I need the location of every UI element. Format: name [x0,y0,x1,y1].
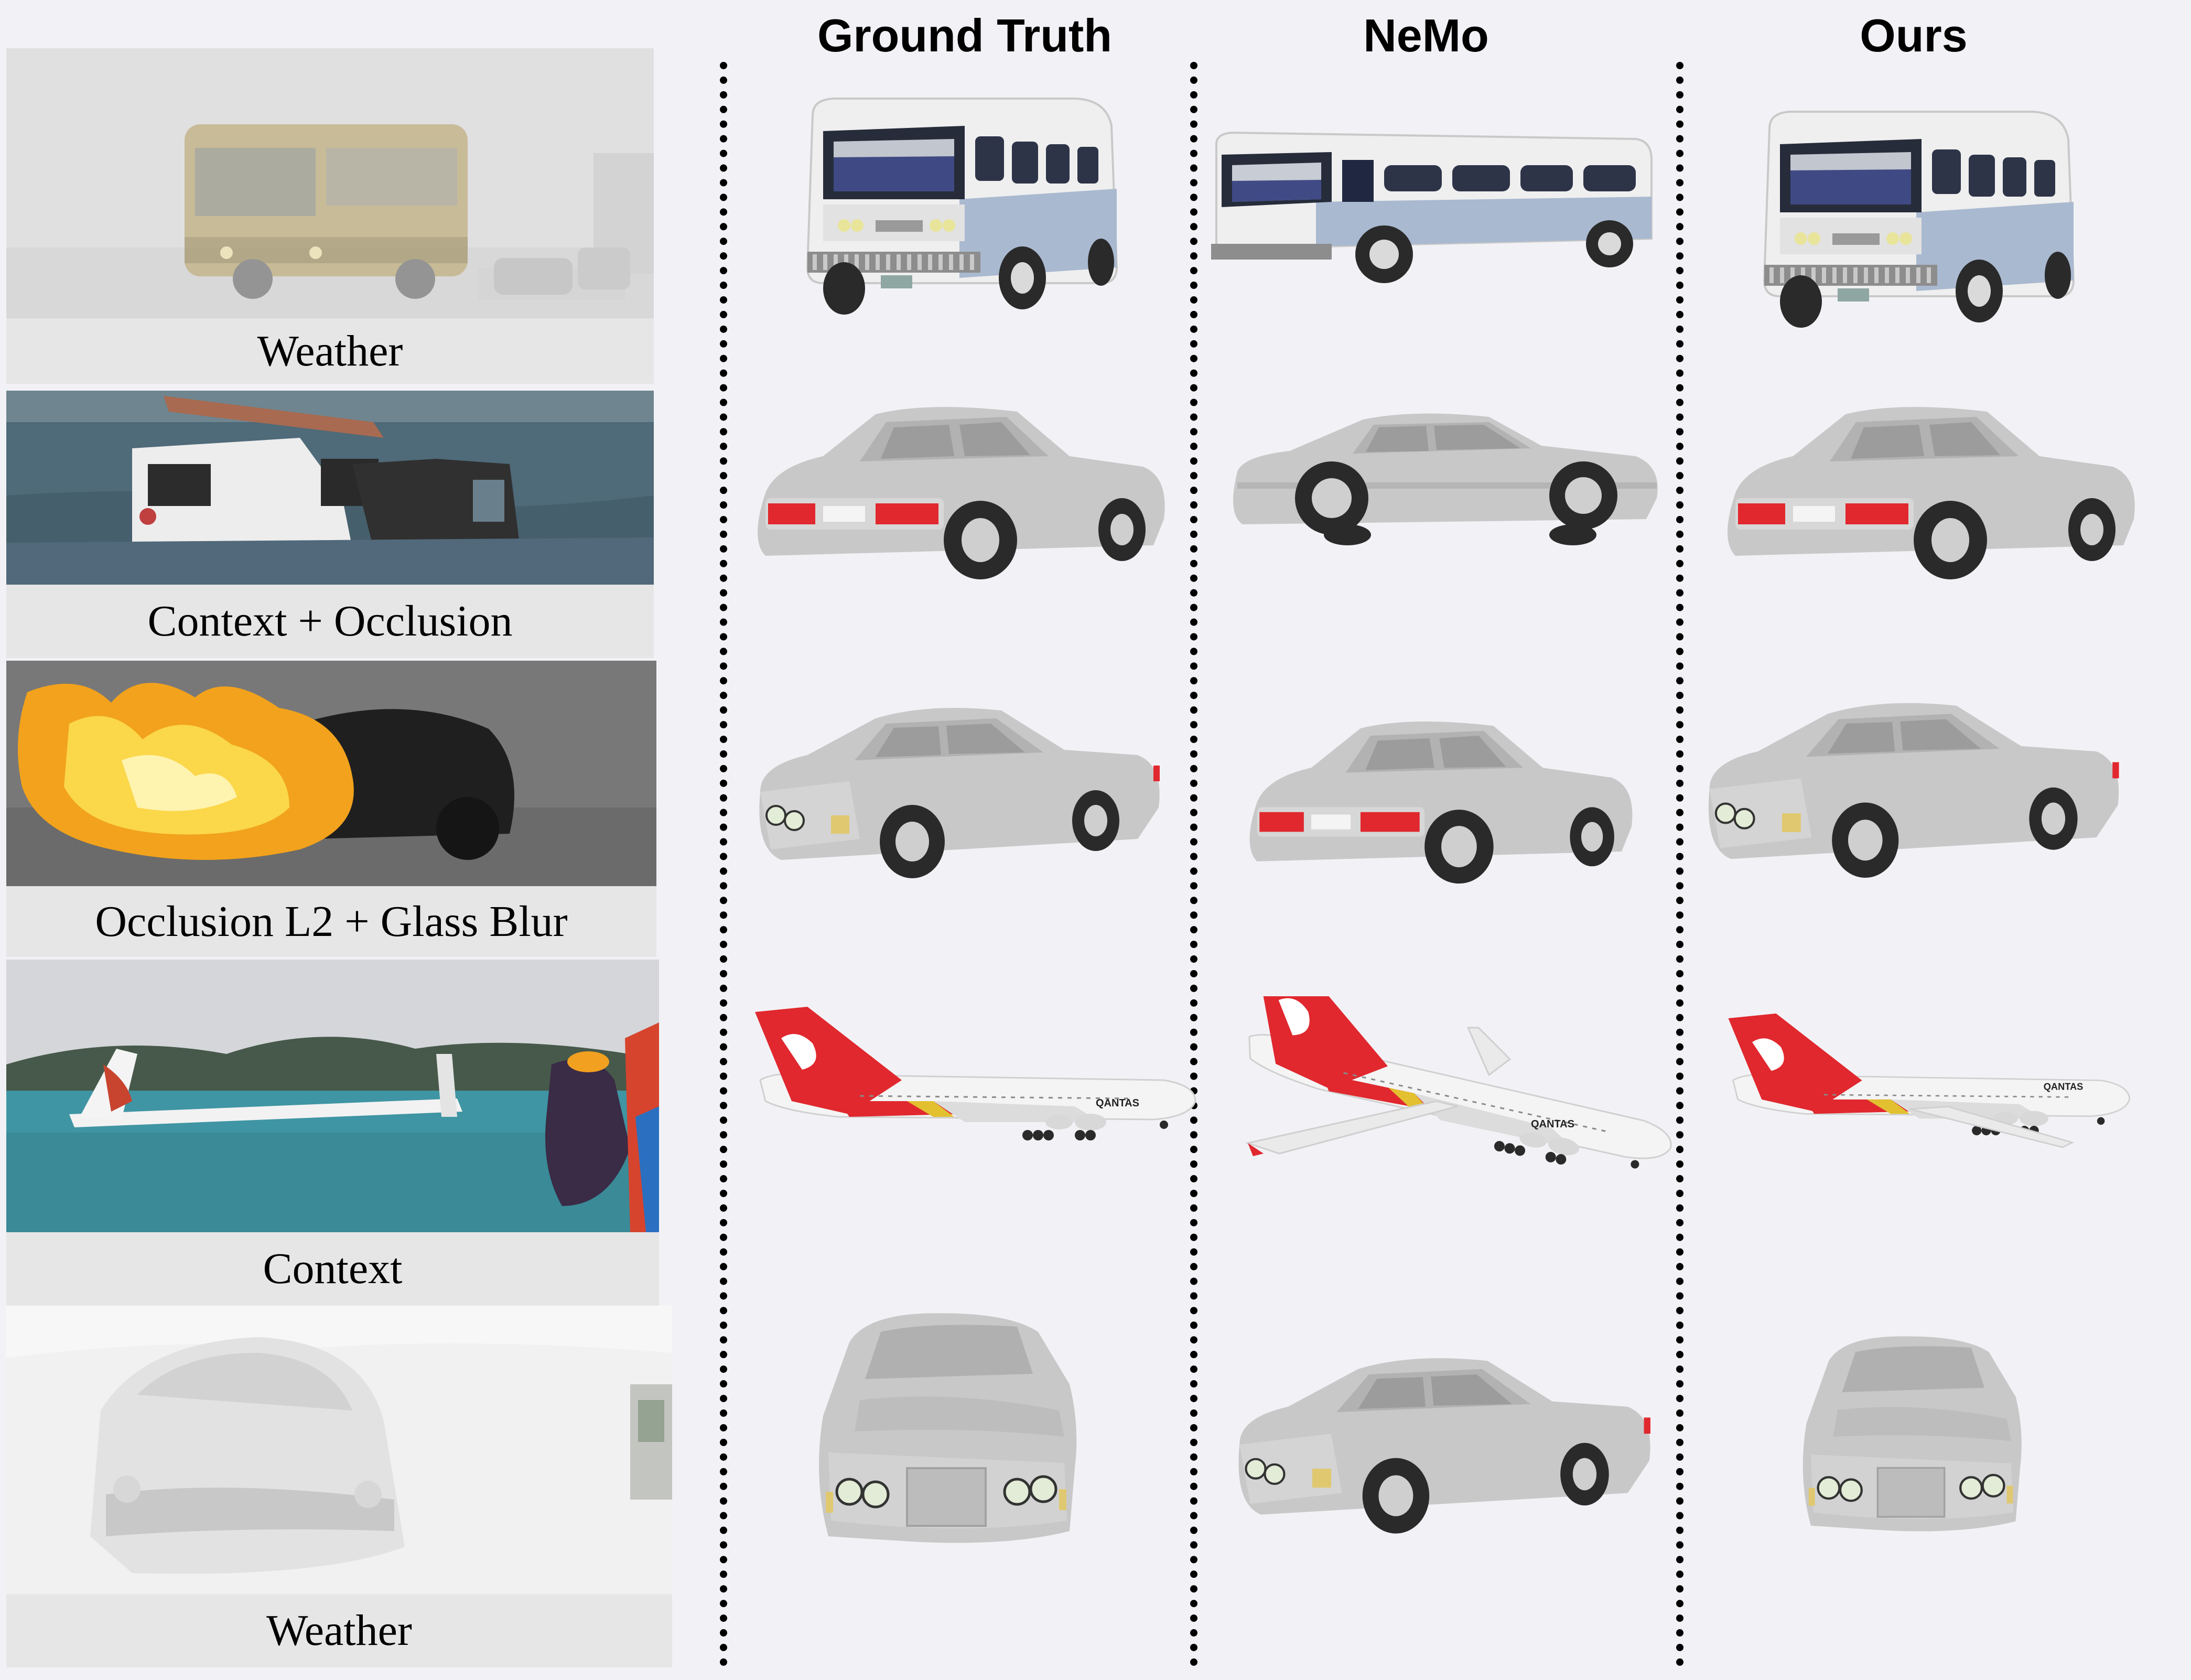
render-gt-car-front-close [807,1311,1085,1552]
render-gt-car-front [750,703,1169,886]
render-nemo-bus [1211,128,1662,286]
input-photo-panel-5: Weather [6,1306,672,1667]
header-ground-truth: Ground Truth [817,9,1113,61]
input-photo-panel-1: Weather [6,48,654,384]
divider-right [1676,62,1683,1666]
render-nemo-car-rear [1237,713,1646,891]
render-nemo-car-side [1227,409,1667,556]
render-gt-car-rear [744,399,1180,587]
input-photo-snowy-bus [6,48,654,318]
render-ours-car-front-close [1793,1327,2029,1547]
header-nemo: NeMo [1363,9,1489,61]
render-gt-bus [802,94,1127,330]
render-ours-car-front [1699,697,2129,886]
input-photo-panel-3: Occlusion L2 + Glass Blur [6,661,656,957]
header-ours: Ours [1860,9,1968,61]
airplane-livery-gt: QANTAS [1096,1097,1139,1109]
render-ours-airplane: QANTAS [1709,996,2139,1169]
caption-row-4: Context [6,1232,659,1306]
render-nemo-car-front [1216,1353,1672,1542]
render-gt-airplane: QANTAS [734,996,1206,1159]
input-photo-panel-4: Context [6,960,659,1306]
caption-row-5: Weather [6,1594,672,1667]
caption-row-3: Occlusion L2 + Glass Blur [6,886,656,957]
caption-row-2: Context + Occlusion [6,585,654,658]
render-ours-car-rear [1714,399,2150,587]
input-photo-burning-car [6,661,656,886]
input-photo-snowy-car [6,1306,672,1594]
divider-left [720,62,727,1666]
input-photo-ditched-airplane [6,960,659,1232]
render-nemo-airplane: QANTAS [1216,996,1688,1185]
render-ours-bus [1746,107,2097,328]
divider-middle [1190,62,1197,1666]
caption-row-1: Weather [6,318,654,384]
input-photo-flooded-car [6,391,654,585]
airplane-livery-ours: QANTAS [2044,1082,2084,1092]
airplane-livery-nemo: QANTAS [1531,1118,1574,1130]
input-photo-panel-2: Context + Occlusion [6,391,654,658]
